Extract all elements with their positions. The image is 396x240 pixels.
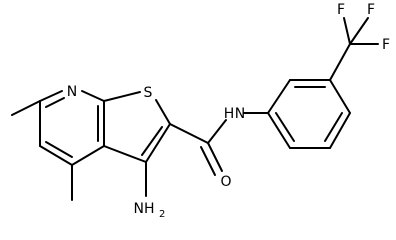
bond-c6p-c1p bbox=[267, 112, 291, 149]
atom-label-thiophene-s: S bbox=[144, 85, 153, 101]
bond-c3-c3a bbox=[103, 145, 147, 163]
bond-c4-c5-double bbox=[45, 141, 73, 158]
atom-label-amide-h: H bbox=[224, 106, 235, 122]
bond-c3p-cf3 bbox=[329, 43, 351, 81]
atom-label-f-top-left: F bbox=[337, 2, 345, 18]
atom-labels: N S H N O F F F NH 2 bbox=[67, 2, 390, 220]
bond-c7a-s1 bbox=[103, 91, 141, 102]
bond-c6-n1-double bbox=[45, 97, 65, 108]
bond-c3p-c4p bbox=[329, 79, 351, 114]
atom-label-amino-nh: NH bbox=[134, 201, 155, 217]
bond-c2-c3-double bbox=[141, 126, 163, 156]
bond-c6p-c1p-double bbox=[275, 112, 295, 142]
bond-s1-c2 bbox=[155, 99, 171, 125]
bond-c4p-c5p-double bbox=[324, 112, 343, 142]
atom-label-carbonyl-o: O bbox=[220, 174, 231, 190]
bond-c4-c5 bbox=[39, 145, 73, 166]
atom-label-f-right: F bbox=[382, 37, 390, 53]
atom-label-pyridine-n: N bbox=[67, 84, 77, 100]
bond-carbonyl-o bbox=[207, 142, 223, 172]
bond-c2-carbonyl bbox=[169, 123, 209, 144]
molecule-structure-diagram: N S H N O F F F NH 2 bbox=[11, 2, 390, 220]
bond-carbonyl-nh bbox=[207, 119, 227, 144]
atom-label-amino-subscript: 2 bbox=[159, 209, 165, 220]
bond-c2-c3 bbox=[145, 123, 171, 163]
bond-c3a-c4 bbox=[71, 145, 105, 166]
atom-label-amide-n: N bbox=[235, 106, 245, 122]
bond-methyl-c6 bbox=[11, 100, 41, 116]
bonds bbox=[11, 17, 379, 201]
atom-label-f-top-right: F bbox=[367, 2, 375, 18]
bond-c1p-c2p bbox=[267, 79, 291, 114]
bond-cf3-f-top-right bbox=[349, 17, 369, 45]
bond-carbonyl-o-double bbox=[200, 146, 216, 176]
bond-c4p-c5p bbox=[329, 112, 351, 149]
bond-c6-n1 bbox=[39, 90, 63, 102]
bond-n1-c7a bbox=[81, 90, 105, 102]
bond-cf3-f-top-left bbox=[343, 17, 351, 45]
